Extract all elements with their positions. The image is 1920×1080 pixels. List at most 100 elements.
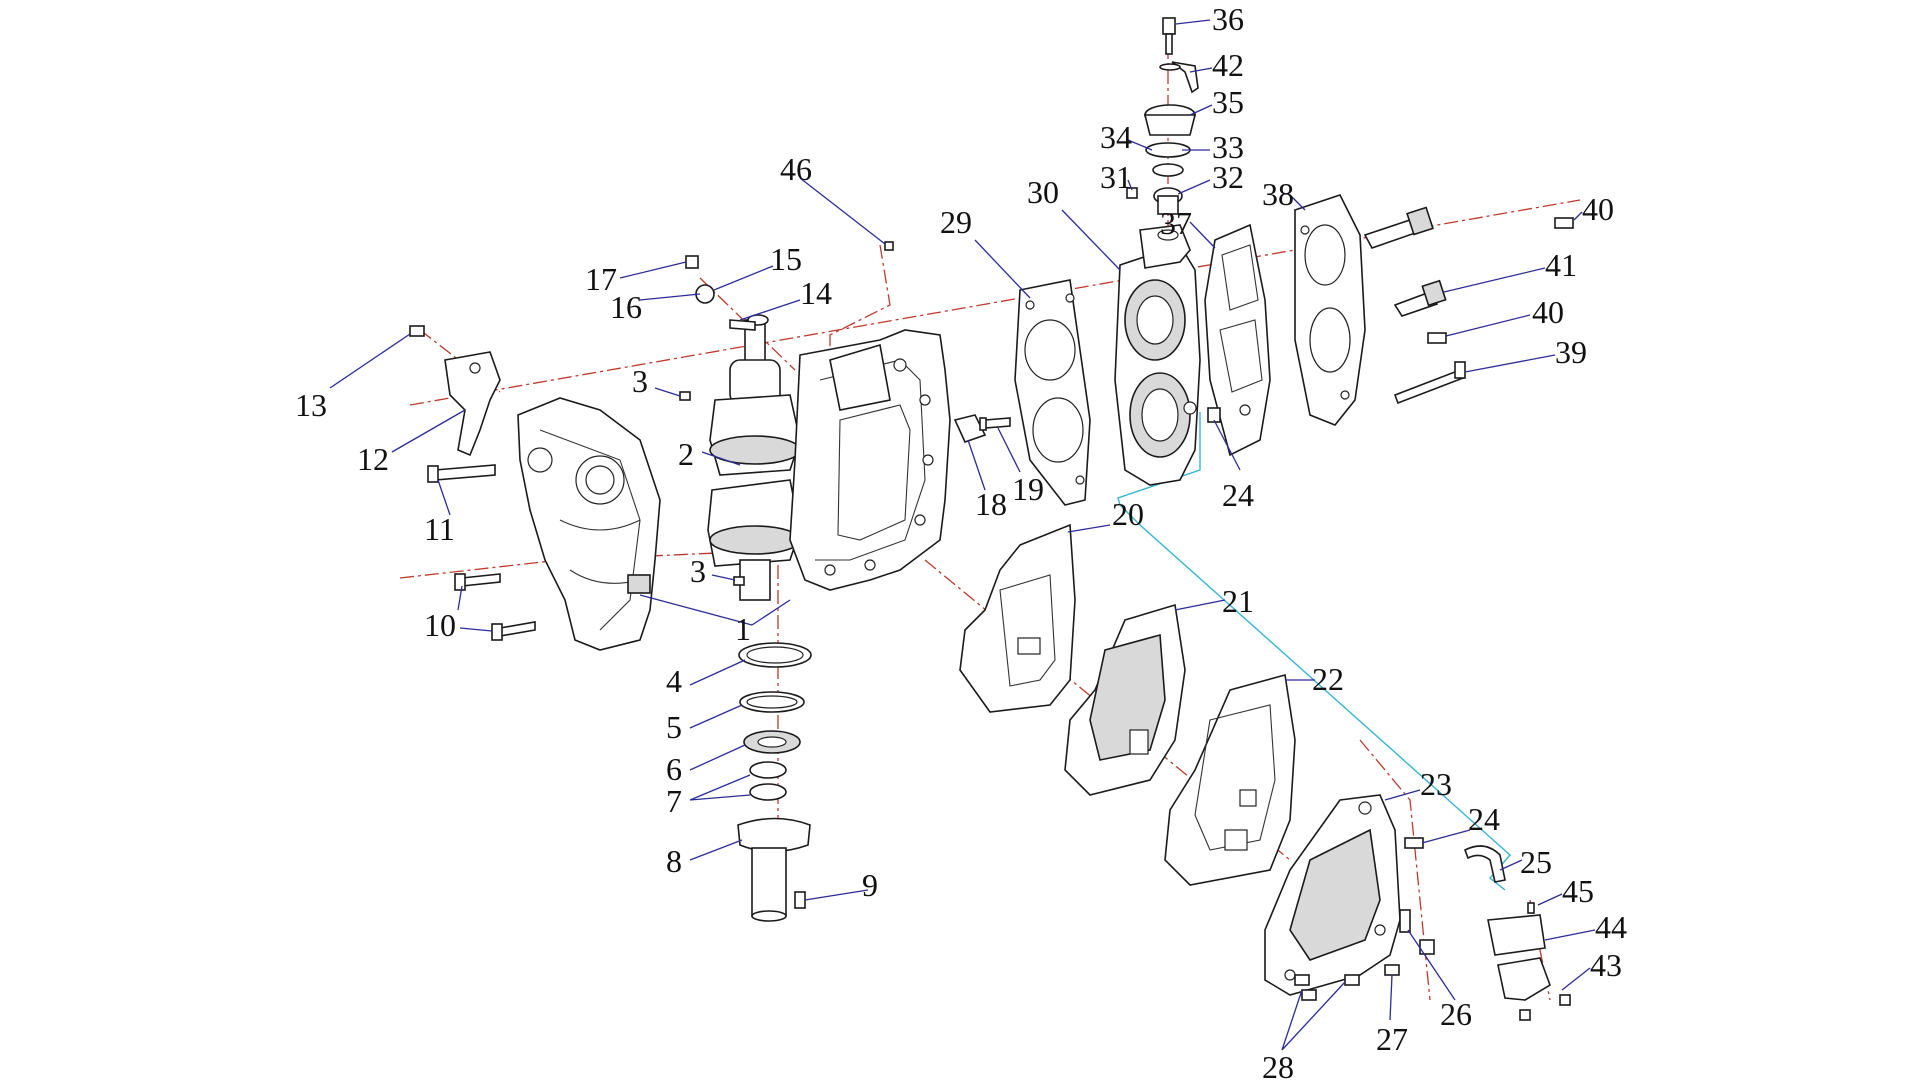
callout-45: 45: [1562, 873, 1594, 909]
callout-7: 7: [666, 783, 682, 819]
leader-24a: [1213, 419, 1241, 471]
callout-32: 32: [1212, 159, 1244, 195]
leader-5: [689, 704, 743, 729]
leader-9: [804, 889, 869, 901]
leader-19: [997, 427, 1021, 473]
leader-8: [689, 839, 743, 861]
callout-41: 41: [1545, 247, 1577, 283]
callout-leader-lines: [329, 19, 1596, 1051]
leader-45: [1537, 893, 1563, 906]
callout-19: 19: [1012, 471, 1044, 507]
callout-13: 13: [295, 387, 327, 423]
leader-32: [1177, 179, 1211, 195]
callout-3b: 3: [690, 553, 706, 589]
leader-3a: [654, 387, 681, 397]
mount-block-and-screw: [953, 414, 1011, 443]
leader-35: [1189, 104, 1213, 116]
callout-labels: 1 2 3 3 4 5 6 7 8 9 10 11 12 13 14 15 16…: [295, 1, 1627, 1080]
callout-34: 34: [1100, 119, 1132, 155]
callout-27: 27: [1376, 1021, 1408, 1057]
leader-28: [1281, 981, 1346, 1051]
leader-18: [967, 439, 986, 491]
callout-3a: 3: [632, 363, 648, 399]
callout-40b: 40: [1532, 294, 1564, 330]
callout-10: 10: [424, 607, 456, 643]
callout-16: 16: [610, 289, 642, 325]
exhaust-gasket: [959, 523, 1076, 713]
leader-16: [639, 293, 701, 301]
leader-20: [1067, 524, 1111, 533]
leader-24b: [1421, 829, 1471, 844]
leader-13: [329, 333, 411, 389]
hose-and-fittings: [1207, 407, 1506, 883]
leader-27: [1389, 974, 1393, 1021]
callout-21: 21: [1222, 583, 1254, 619]
callout-9: 9: [862, 867, 878, 903]
callout-15: 15: [770, 241, 802, 277]
spark-plugs: [1363, 206, 1574, 405]
leader-3b: [711, 574, 736, 581]
leader-6: [689, 744, 746, 771]
leader-34: [1127, 139, 1153, 151]
leader-17: [619, 261, 687, 279]
lower-bearing-stack: [737, 642, 812, 922]
head-cover-gasket: [1204, 223, 1271, 457]
leader-4: [689, 659, 746, 686]
leader-12: [391, 409, 466, 453]
leader-40b: [1445, 314, 1531, 337]
leader-11: [437, 479, 451, 516]
callout-28: 28: [1262, 1049, 1294, 1080]
leader-36: [1175, 19, 1211, 25]
leader-14: [739, 299, 801, 321]
callout-35: 35: [1212, 84, 1244, 120]
leader-40a: [1573, 211, 1583, 221]
leader-23: [1384, 789, 1421, 801]
callout-17: 17: [585, 261, 617, 297]
leader-44: [1544, 929, 1596, 941]
callout-46: 46: [780, 151, 812, 187]
callout-22: 22: [1312, 661, 1344, 697]
callout-20: 20: [1112, 496, 1144, 532]
crankcase-left-half: [517, 397, 661, 651]
leader-29: [974, 239, 1031, 299]
callout-8: 8: [666, 843, 682, 879]
leader-31: [1127, 179, 1133, 191]
callout-33: 33: [1212, 129, 1244, 165]
callout-5: 5: [666, 709, 682, 745]
callout-12: 12: [357, 441, 389, 477]
cylinder-block: [789, 329, 951, 591]
leader-2: [701, 451, 741, 466]
callout-30: 30: [1027, 174, 1059, 210]
leader-15: [713, 265, 774, 291]
callout-2: 2: [678, 436, 694, 472]
cover-mounting-bolts: [1294, 909, 1435, 1001]
centerline-cover-bolts: [1359, 739, 1431, 1001]
callout-25: 25: [1520, 844, 1552, 880]
thermostat-assembly: [1126, 17, 1199, 215]
leader-41: [1443, 267, 1546, 293]
centerline-bolt-14: [699, 277, 796, 371]
exhaust-inner-plate: [1064, 603, 1186, 796]
callout-23: 23: [1420, 766, 1452, 802]
callout-24a: 24: [1222, 477, 1254, 513]
callout-43: 43: [1590, 947, 1622, 983]
callout-37: 37: [1160, 205, 1192, 241]
leader-42: [1189, 67, 1213, 73]
leader-7: [689, 774, 751, 801]
leader-21: [1174, 599, 1226, 611]
callout-42: 42: [1212, 47, 1244, 83]
callout-26: 26: [1440, 996, 1472, 1032]
leader-39: [1464, 354, 1556, 373]
callout-38: 38: [1262, 176, 1294, 212]
callout-1: 1: [735, 611, 751, 647]
throttle-bracket: [444, 351, 501, 457]
head-gasket: [1014, 279, 1091, 506]
callout-39: 39: [1555, 334, 1587, 370]
exhaust-cover: [1264, 794, 1401, 996]
leader-46: [799, 177, 886, 245]
leader-30: [1061, 209, 1121, 271]
callout-31: 31: [1100, 159, 1132, 195]
leader-43: [1561, 967, 1591, 991]
